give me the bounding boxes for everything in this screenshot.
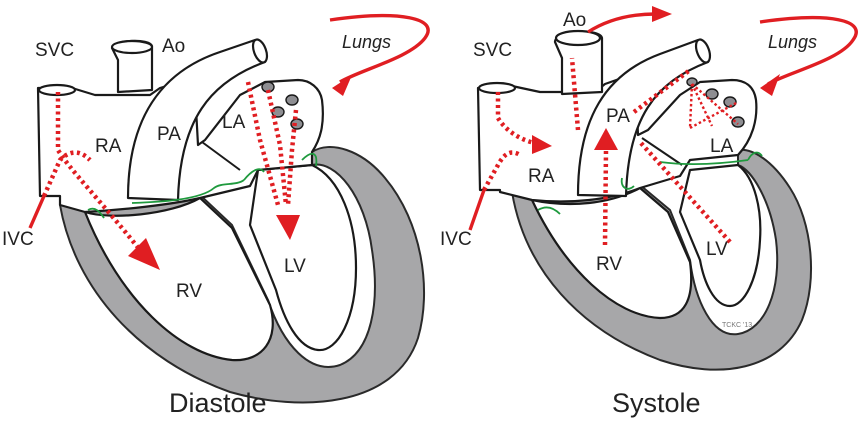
diastole-label-la: LA xyxy=(222,112,246,133)
systole-label-la: LA xyxy=(710,136,734,157)
systole-label-svc: SVC xyxy=(473,40,512,61)
systole-label-rv: RV xyxy=(596,254,622,275)
systole-label-ivc: IVC xyxy=(440,229,472,250)
diastole-label-pa: PA xyxy=(157,124,181,145)
systole-label-ao: Ao xyxy=(563,10,586,31)
diastole-label-ao: Ao xyxy=(162,36,185,57)
systole-label-lungs: Lungs xyxy=(768,32,817,52)
systole-aorta-opening xyxy=(556,31,600,45)
systole-label-lv: LV xyxy=(706,239,728,260)
diastole-label-ivc: IVC xyxy=(2,229,34,250)
diastole-label-ra: RA xyxy=(95,136,122,157)
diastole-label-lungs: Lungs xyxy=(342,32,391,52)
systole-caption: Systole xyxy=(612,388,701,418)
systole-signature: TCKC '13 xyxy=(722,322,752,329)
systole-label-pa: PA xyxy=(606,106,630,127)
diastole-label-svc: SVC xyxy=(35,40,74,61)
diastole-lungs-arrowhead xyxy=(332,75,352,96)
systole-label-ra: RA xyxy=(528,166,555,187)
diastole-caption: Diastole xyxy=(169,388,267,418)
systole-svc-opening xyxy=(479,83,515,93)
diastole-label-lv: LV xyxy=(284,256,306,277)
diastole-panel: SVC Ao RA PA LA IVC RV LV Lungs Diastole xyxy=(2,16,428,418)
diastole-label-rv: RV xyxy=(176,281,202,302)
diastole-aorta-opening xyxy=(112,41,152,53)
systole-panel: TCKC '13 SVC Ao RA PA LA IVC RV LV Lungs… xyxy=(440,6,856,418)
